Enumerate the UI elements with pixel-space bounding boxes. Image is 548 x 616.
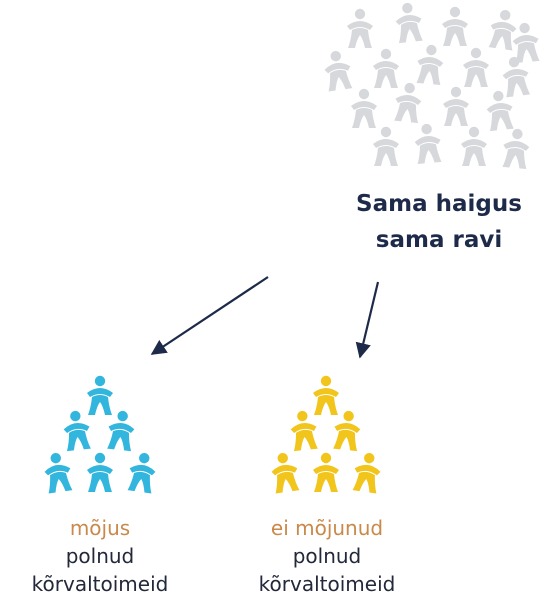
crowd-person-icon [373, 48, 399, 88]
crowd-person-icon [463, 47, 489, 87]
arrow-right-icon [355, 281, 380, 359]
crowd-person-icon [511, 21, 541, 64]
crowd-person-icon [500, 55, 532, 98]
blue-person-icon [61, 409, 92, 452]
side-effects-line-1: polnud [292, 544, 362, 568]
heading-line-2: sama ravi [375, 227, 503, 253]
side-effects-line-1: polnud [65, 544, 135, 568]
crowd-person-icon [413, 122, 443, 165]
outcome-effective: mõjus polnud kõrvaltoimeid [0, 514, 200, 598]
arrow-left-icon [150, 276, 269, 355]
crowd-group [322, 1, 541, 170]
blue-group [42, 375, 158, 494]
side-effects-line-2: kõrvaltoimeid [31, 572, 169, 596]
yellow-person-icon [313, 452, 339, 492]
yellow-person-icon [313, 375, 339, 415]
blue-person-icon [106, 409, 137, 452]
crowd-person-icon [487, 8, 519, 51]
yellow-person-icon [269, 451, 301, 494]
blue-person-icon [42, 451, 74, 494]
blue-person-icon [87, 375, 113, 415]
outcome-not-effective: ei mõjunud polnud kõrvaltoimeid [227, 514, 427, 598]
crowd-person-icon [373, 126, 399, 166]
yellow-person-icon [288, 409, 319, 452]
side-effects-line-2: kõrvaltoimeid [258, 572, 396, 596]
yellow-person-icon [351, 451, 383, 494]
effect-label: ei mõjunud [270, 516, 384, 540]
crowd-person-icon [347, 8, 373, 48]
crowd-person-icon [415, 43, 445, 86]
crowd-person-icon [443, 86, 469, 126]
yellow-person-icon [332, 409, 363, 452]
crowd-person-icon [442, 6, 468, 46]
effect-label: mõjus [69, 516, 131, 540]
crowd-person-icon [461, 126, 487, 166]
crowd-person-icon [351, 88, 377, 128]
crowd-person-icon [393, 1, 424, 44]
crowd-person-icon [322, 49, 354, 92]
yellow-group [269, 375, 383, 494]
blue-person-icon [87, 452, 113, 492]
heading-line-1: Sama haigus [356, 191, 522, 217]
heading: Sama haigus sama ravi [330, 186, 548, 258]
blue-person-icon [126, 451, 158, 494]
crowd-person-icon [501, 127, 531, 170]
